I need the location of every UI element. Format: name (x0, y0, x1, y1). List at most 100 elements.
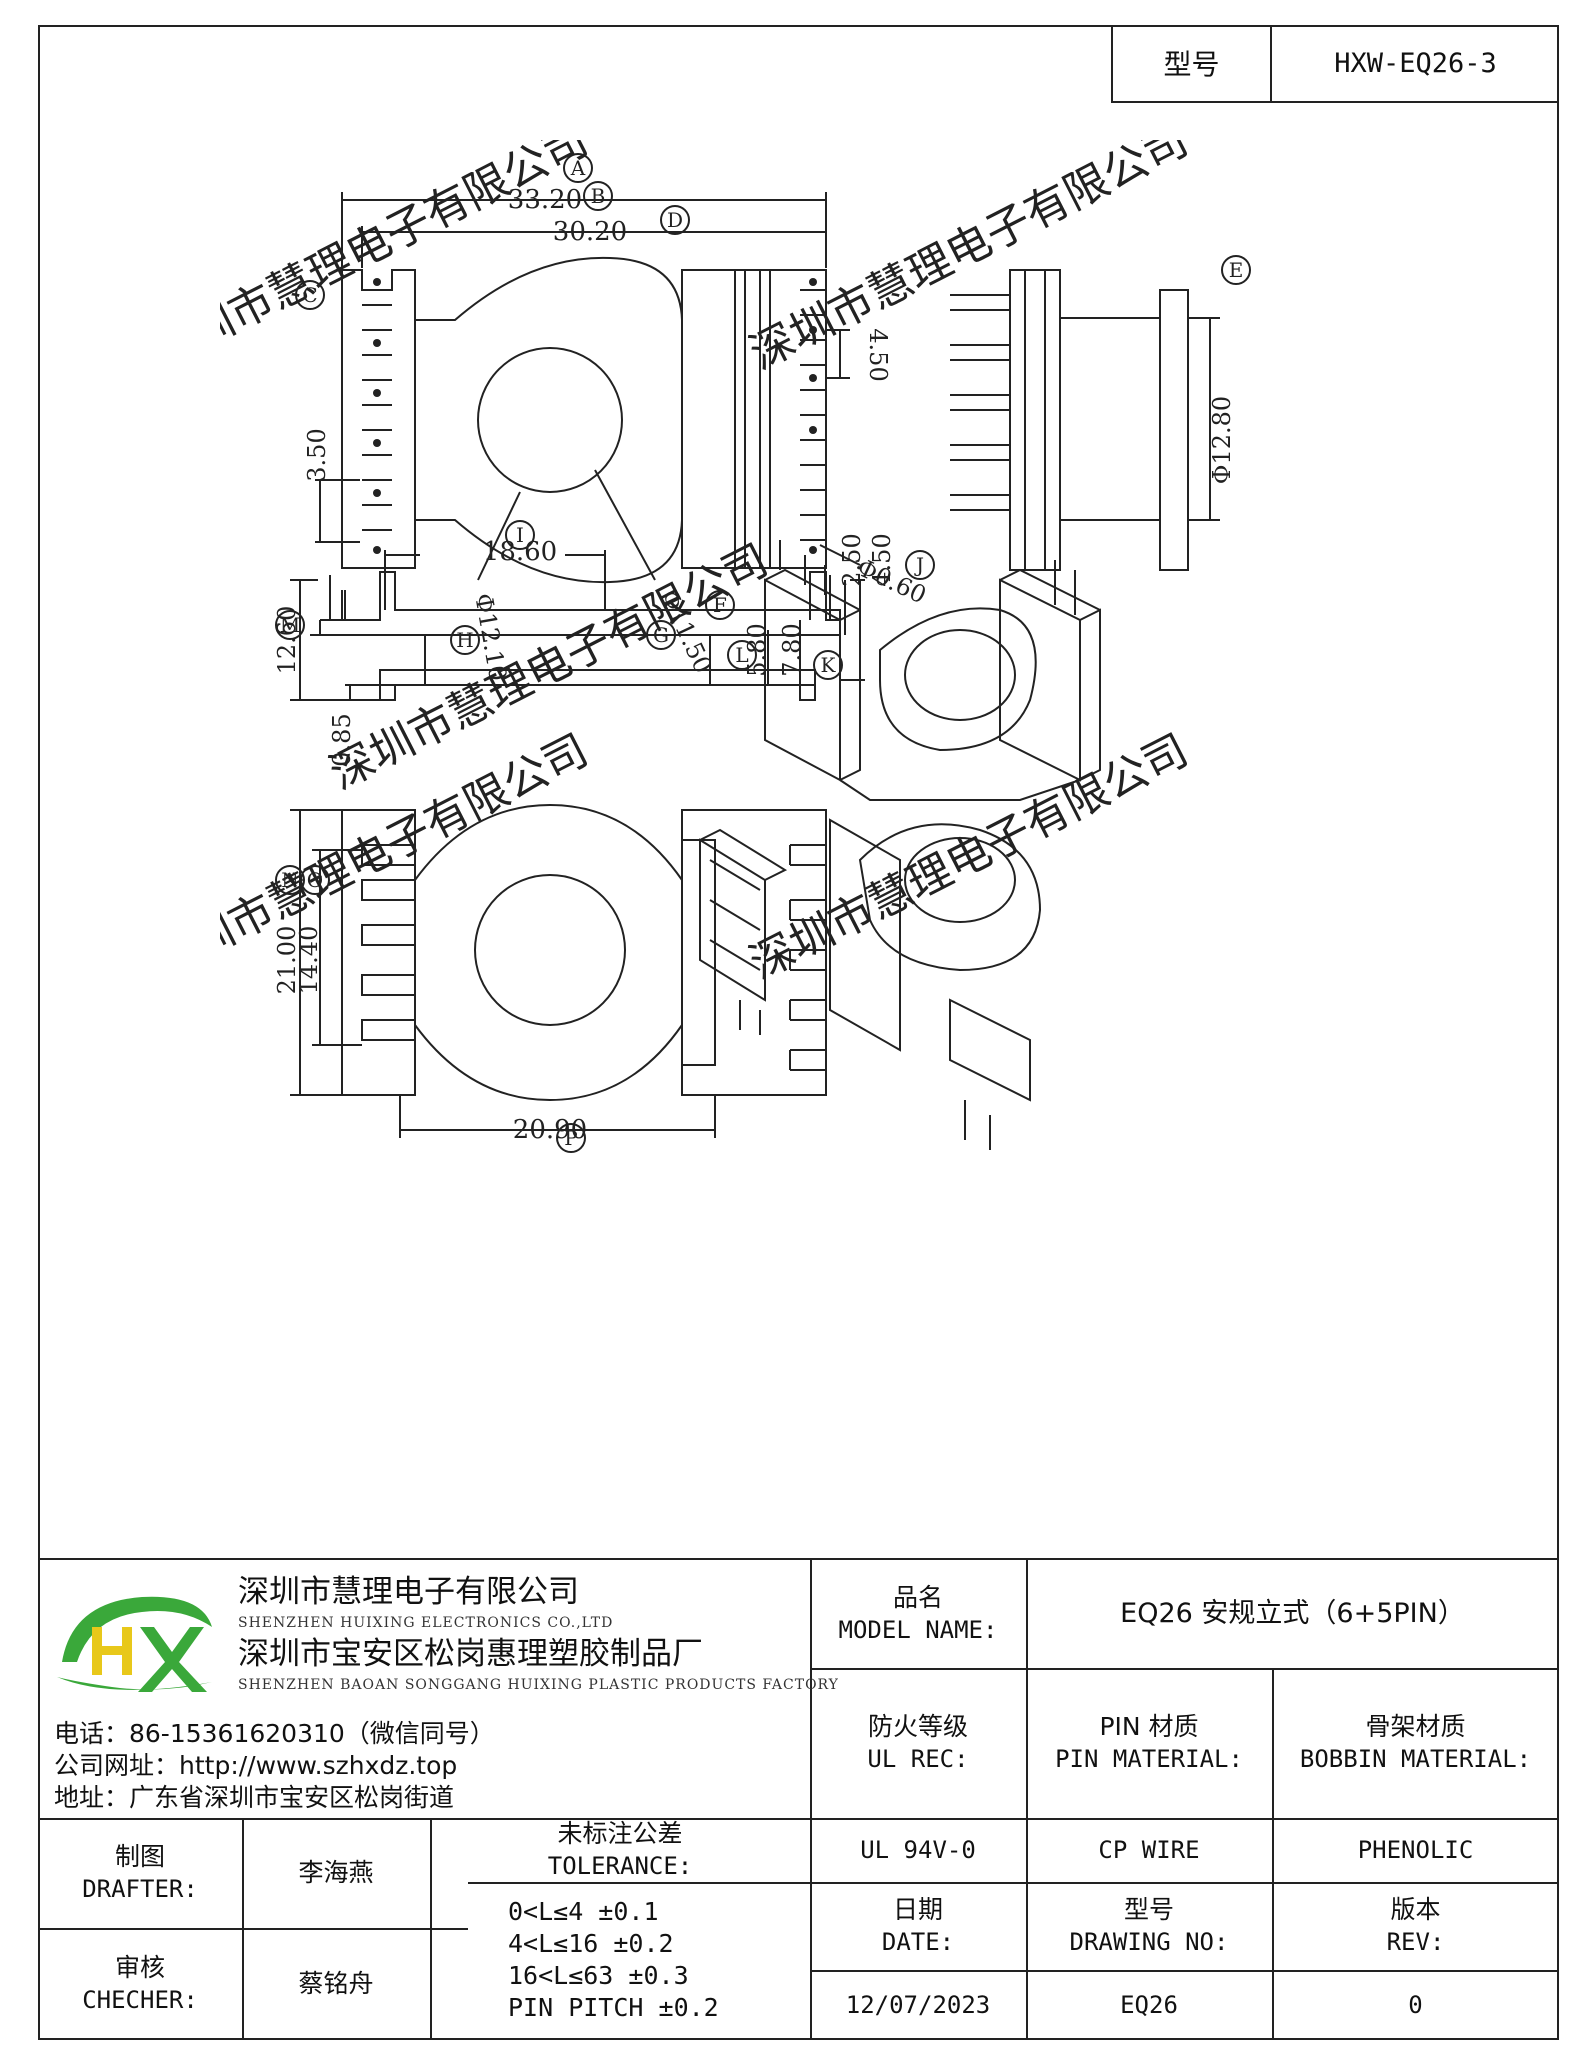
dim-c: 3.50 (303, 428, 331, 481)
checker-name: 蔡铭舟 (298, 1969, 374, 1998)
company-logo (57, 1596, 212, 1692)
technical-drawing: 深圳市慧理电子有限公司 深圳市慧理电子有限公司 深圳市慧理电子有限公司 深圳市慧… (220, 140, 1251, 1153)
divider (810, 1882, 1559, 1884)
marker-n: N (275, 865, 305, 895)
contact-info: 电话：86-15361620310（微信同号） 公司网址：http://www.… (54, 1718, 495, 1814)
model-name-label: 品名 MODEL NAME: (838, 1583, 998, 1644)
marker-l: L (727, 640, 757, 670)
dim-p: 20.90 (513, 1115, 587, 1145)
svg-text:C: C (302, 283, 317, 307)
phone: 电话：86-15361620310（微信同号） (54, 1719, 495, 1748)
drawing-frame (38, 25, 1559, 2040)
dim-j2: 4.50 (868, 533, 896, 586)
marker-g: G (646, 620, 676, 650)
marker-c: C (295, 280, 325, 310)
marker-o: O (300, 865, 330, 895)
divider (1026, 1560, 1028, 2040)
dim-a: 33.20 (508, 185, 582, 215)
marker-p: P (556, 1123, 586, 1153)
company-name-cn-2: 深圳市宝安区松岗惠理塑胶制品厂 (238, 1636, 703, 1672)
checker-label: 审核 CHECHER: (82, 1953, 198, 2014)
svg-text:F: F (713, 593, 727, 617)
svg-text:L: L (735, 643, 748, 667)
divider (38, 1928, 468, 1930)
tolerance-item: PIN PITCH ±0.2 (508, 1993, 719, 2022)
svg-text:M: M (280, 613, 300, 637)
pin-material-value: CP WIRE (1098, 1836, 1200, 1864)
date-value: 12/07/2023 (845, 1991, 991, 2019)
divider (430, 1818, 432, 2040)
marker-e: E (1221, 255, 1251, 285)
model-header: 型号 HXW-EQ26-3 (1111, 25, 1559, 103)
marker-i: I (505, 520, 535, 550)
divider (810, 1560, 812, 2040)
svg-text:A: A (570, 156, 586, 180)
watermark-2: 深圳市慧理电子有限公司 (742, 140, 1196, 380)
drawing-no-label: 型号 DRAWING NO: (1069, 1895, 1229, 1956)
pin-material-label: PIN 材质 PIN MATERIAL: (1055, 1712, 1243, 1773)
drafter-label: 制图 DRAFTER: (82, 1842, 198, 1903)
divider (38, 1818, 1559, 1820)
ul-rec-label: 防火等级 UL REC: (867, 1712, 969, 1773)
drafter-name: 李海燕 (298, 1858, 374, 1887)
marker-m: M (275, 610, 305, 640)
dim-b: 30.20 (553, 217, 627, 247)
website: 公司网址：http://www.szhxdz.top (54, 1751, 458, 1780)
company-name-en-1: SHENZHEN HUIXING ELECTRONICS CO.,LTD (238, 1615, 614, 1631)
tolerance-label: 未标注公差 TOLERANCE: (547, 1819, 693, 1880)
dim-k: 7.80 (778, 623, 806, 676)
top-view (315, 192, 861, 584)
date-label: 日期 DATE: (881, 1895, 955, 1956)
dim-n: 21.00 (273, 926, 301, 995)
divider (810, 1970, 1559, 1972)
dim-d: 4.50 (864, 328, 892, 381)
tolerance-item: 16<L≤63 ±0.3 (508, 1961, 689, 1990)
marker-f: F (705, 590, 735, 620)
svg-text:J: J (914, 553, 924, 577)
marker-b: B (583, 181, 613, 211)
tolerance-item: 0<L≤4 ±0.1 (508, 1897, 659, 1926)
front-view (290, 550, 865, 701)
marker-a: A (563, 153, 593, 183)
svg-text:N: N (281, 868, 299, 892)
drawing-no-value: EQ26 (1120, 1991, 1178, 2019)
svg-text:B: B (591, 184, 606, 208)
dim-i: 18.60 (483, 537, 557, 567)
divider (242, 1818, 244, 2040)
marker-h: H (450, 625, 480, 655)
dim-m2: 0.85 (328, 713, 356, 766)
svg-text:I: I (516, 523, 524, 547)
divider (1272, 1668, 1274, 2040)
dim-j1: 2.50 (838, 533, 866, 586)
title-block: 深圳市慧理电子有限公司 SHENZHEN HUIXING ELECTRONICS… (38, 1558, 1559, 2040)
divider (468, 1882, 810, 1884)
svg-text:P: P (564, 1126, 577, 1150)
tolerance-list: 0<L≤4 ±0.1 4<L≤16 ±0.2 16<L≤63 ±0.3 PIN … (508, 1896, 719, 2024)
rev-value: 0 (1408, 1991, 1423, 2019)
dim-o: 14.40 (295, 926, 323, 995)
company-name-en-2: SHENZHEN BAOAN SONGGANG HUIXING PLASTIC … (238, 1677, 839, 1693)
svg-text:H: H (456, 628, 473, 652)
marker-d: D (660, 205, 690, 235)
isometric-view-top (764, 540, 1101, 801)
bobbin-material-value: PHENOLIC (1357, 1836, 1474, 1864)
svg-text:O: O (307, 868, 323, 892)
company-info: 深圳市慧理电子有限公司 SHENZHEN HUIXING ELECTRONICS… (238, 1572, 839, 1696)
bobbin-material-label: 骨架材质 BOBBIN MATERIAL: (1299, 1712, 1532, 1773)
svg-text:D: D (667, 208, 683, 232)
svg-text:K: K (821, 653, 837, 677)
svg-text:E: E (1229, 258, 1244, 282)
divider (810, 1668, 1559, 1670)
tolerance-item: 4<L≤16 ±0.2 (508, 1929, 674, 1958)
svg-text:G: G (653, 623, 669, 647)
rev-label: 版本 REV: (1386, 1895, 1445, 1956)
model-name-value: EQ26 安规立式（6+5PIN） (1120, 1598, 1465, 1629)
watermark-1: 深圳市慧理电子有限公司 (220, 140, 596, 380)
side-view (950, 269, 1220, 571)
bottom-view (290, 803, 827, 1138)
address: 地址：广东省深圳市宝安区松岗街道 (54, 1783, 455, 1812)
ul-rec-value: UL 94V-0 (860, 1836, 976, 1864)
marker-k: K (813, 650, 843, 680)
model-value: HXW-EQ26-3 (1334, 47, 1497, 79)
